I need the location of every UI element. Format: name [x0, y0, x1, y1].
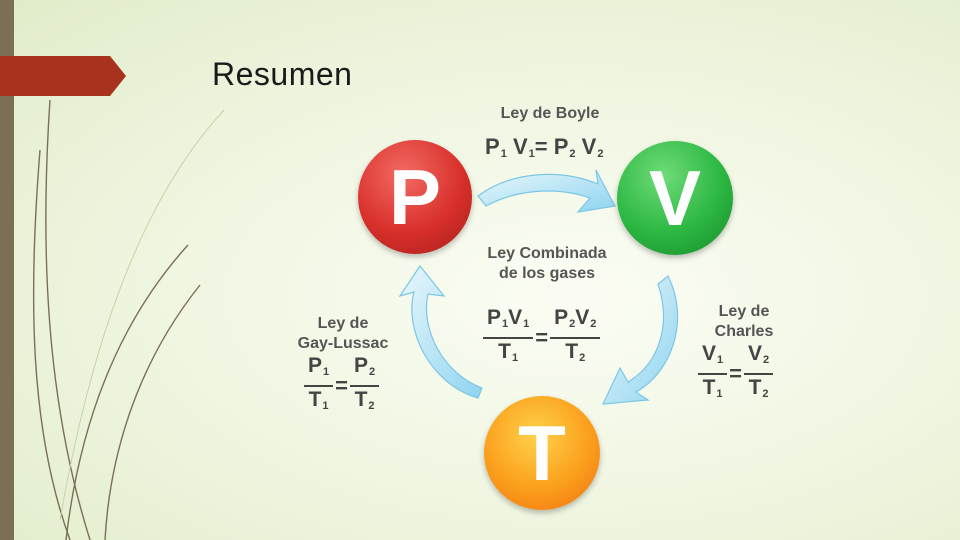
charles-label: Ley de Charles	[700, 302, 788, 342]
slide-title: Resumen	[212, 56, 353, 92]
volume-circle: V	[617, 141, 733, 255]
temperature-circle: T	[484, 396, 600, 510]
cycle-arrow-icon	[398, 264, 483, 399]
left-accent-bar	[0, 0, 14, 540]
gay-lussac-formula: P1 T1 = P2 T2	[304, 354, 380, 418]
combined-label-line2: de los gases	[498, 265, 596, 282]
combined-label-line1: Ley Combinada	[487, 245, 607, 262]
gay-lussac-label: Ley de Gay-Lussac	[284, 314, 402, 354]
combined-label: Ley Combinada de los gases	[470, 244, 624, 284]
charles-label-line2: Charles	[714, 323, 774, 340]
combined-formula: P1V1 T1 = P2V2 T2	[483, 306, 601, 370]
pressure-circle: P	[358, 140, 472, 254]
title-accent-tab	[0, 56, 126, 96]
boyle-label: Ley de Boyle	[500, 105, 600, 122]
charles-label-line1: Ley de	[718, 303, 770, 320]
cycle-arrow-icon	[602, 275, 679, 405]
cycle-arrow-icon	[477, 169, 616, 213]
charles-formula: V1 T1 = V2 T2	[698, 342, 774, 406]
gay-lussac-label-line1: Ley de	[317, 315, 369, 332]
boyle-formula: P1 V1= P2 V2	[485, 134, 604, 160]
gay-lussac-label-line2: Gay-Lussac	[297, 335, 389, 352]
